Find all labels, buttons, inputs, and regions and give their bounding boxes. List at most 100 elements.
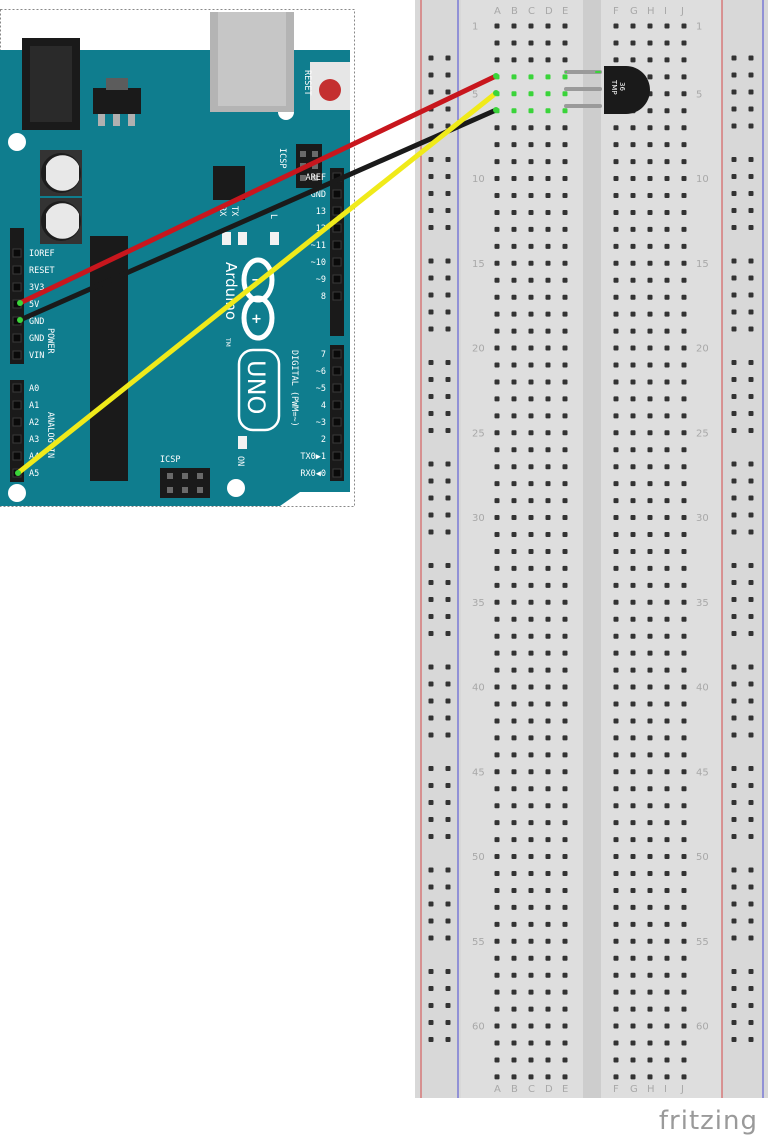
breadboard-hole[interactable] [528,447,534,453]
rail-hole[interactable] [748,55,754,61]
rail-hole[interactable] [445,766,451,771]
breadboard-hole[interactable] [528,23,534,29]
gnd-wire[interactable] [17,107,499,323]
rail-hole[interactable] [428,157,434,162]
rail-hole[interactable] [731,901,737,907]
header-pin[interactable] [332,349,342,359]
breadboard-hole[interactable] [494,565,500,571]
breadboard-hole[interactable] [545,1006,551,1012]
a5-wire[interactable] [15,90,499,476]
breadboard-hole[interactable] [647,23,653,29]
rail-hole[interactable] [445,72,451,78]
breadboard-hole[interactable] [562,532,568,537]
breadboard-hole[interactable] [511,548,517,554]
breadboard-hole[interactable] [630,854,636,860]
rail-hole[interactable] [748,529,754,535]
breadboard-hole[interactable] [630,209,636,215]
rail-hole[interactable] [731,631,737,636]
rail-hole[interactable] [731,428,737,433]
breadboard-hole[interactable] [562,718,568,724]
breadboard-hole[interactable] [664,650,670,656]
rail-hole[interactable] [428,817,434,822]
breadboard-hole[interactable] [630,565,636,571]
rail-hole[interactable] [428,55,434,61]
breadboard-hole[interactable] [613,684,619,690]
rail-hole[interactable] [428,123,434,129]
breadboard-hole[interactable] [562,921,568,927]
breadboard-hole[interactable] [528,481,534,487]
header-pin[interactable] [332,189,342,199]
breadboard-hole[interactable] [545,294,551,300]
breadboard-hole[interactable] [664,91,670,97]
rail-hole[interactable] [428,495,434,501]
breadboard-hole[interactable] [630,57,636,63]
breadboard-hole[interactable] [511,769,517,775]
breadboard-hole[interactable] [511,74,517,80]
breadboard-hole[interactable] [511,650,517,656]
breadboard-hole[interactable] [630,616,636,622]
rail-hole[interactable] [731,89,737,95]
breadboard-hole[interactable] [647,532,653,537]
breadboard-hole[interactable] [545,972,551,978]
breadboard-hole[interactable] [664,226,670,232]
breadboard-hole[interactable] [613,430,619,436]
breadboard-hole[interactable] [630,1006,636,1012]
breadboard-hole[interactable] [562,667,568,673]
rail-hole[interactable] [428,174,434,179]
breadboard-hole[interactable] [613,498,619,504]
breadboard-hole[interactable] [630,921,636,927]
breadboard-hole[interactable] [647,40,653,46]
breadboard-hole[interactable] [613,1057,619,1063]
breadboard-hole[interactable] [630,650,636,656]
breadboard-hole[interactable] [630,955,636,961]
breadboard-hole[interactable] [664,481,670,487]
breadboard-hole[interactable] [613,735,619,741]
breadboard-hole[interactable] [630,193,636,198]
breadboard-hole[interactable] [511,1074,517,1080]
breadboard-hole[interactable] [630,142,636,148]
breadboard-hole[interactable] [545,91,551,97]
breadboard-hole[interactable] [613,379,619,385]
breadboard-hole[interactable] [647,684,653,690]
rail-hole[interactable] [731,123,737,129]
breadboard-hole[interactable] [528,243,534,249]
rail-hole[interactable] [428,732,434,738]
breadboard-hole[interactable] [681,413,687,419]
breadboard-hole[interactable] [664,684,670,690]
breadboard-hole[interactable] [681,548,687,554]
header-pin[interactable] [12,265,22,275]
breadboard-hole[interactable] [664,1006,670,1012]
rail-hole[interactable] [445,89,451,95]
breadboard-hole[interactable] [664,887,670,893]
breadboard-hole[interactable] [511,1006,517,1012]
breadboard-hole[interactable] [630,159,636,165]
breadboard-hole[interactable] [647,887,653,893]
breadboard-hole[interactable] [681,871,687,876]
breadboard-hole[interactable] [681,532,687,537]
breadboard-hole[interactable] [528,464,534,470]
rail-hole[interactable] [731,580,737,585]
rail-hole[interactable] [731,563,737,568]
breadboard-hole[interactable] [511,904,517,910]
breadboard-hole[interactable] [545,989,551,995]
breadboard-hole[interactable] [647,972,653,978]
breadboard-hole[interactable] [545,667,551,673]
breadboard-hole[interactable] [494,972,500,978]
rail-hole[interactable] [731,191,737,196]
breadboard-hole[interactable] [630,277,636,283]
breadboard-hole[interactable] [562,871,568,876]
breadboard-hole[interactable] [494,125,500,131]
breadboard-hole[interactable] [545,209,551,215]
rail-hole[interactable] [445,681,451,687]
breadboard-hole[interactable] [630,362,636,368]
breadboard-hole[interactable] [562,1057,568,1063]
breadboard-hole[interactable] [664,108,670,114]
rail-hole[interactable] [428,225,434,230]
breadboard-hole[interactable] [528,786,534,792]
breadboard-hole[interactable] [494,1006,500,1012]
breadboard-hole[interactable] [545,57,551,63]
breadboard-hole[interactable] [613,701,619,707]
breadboard-hole[interactable] [630,786,636,792]
breadboard-hole[interactable] [664,209,670,215]
breadboard-hole[interactable] [664,633,670,639]
